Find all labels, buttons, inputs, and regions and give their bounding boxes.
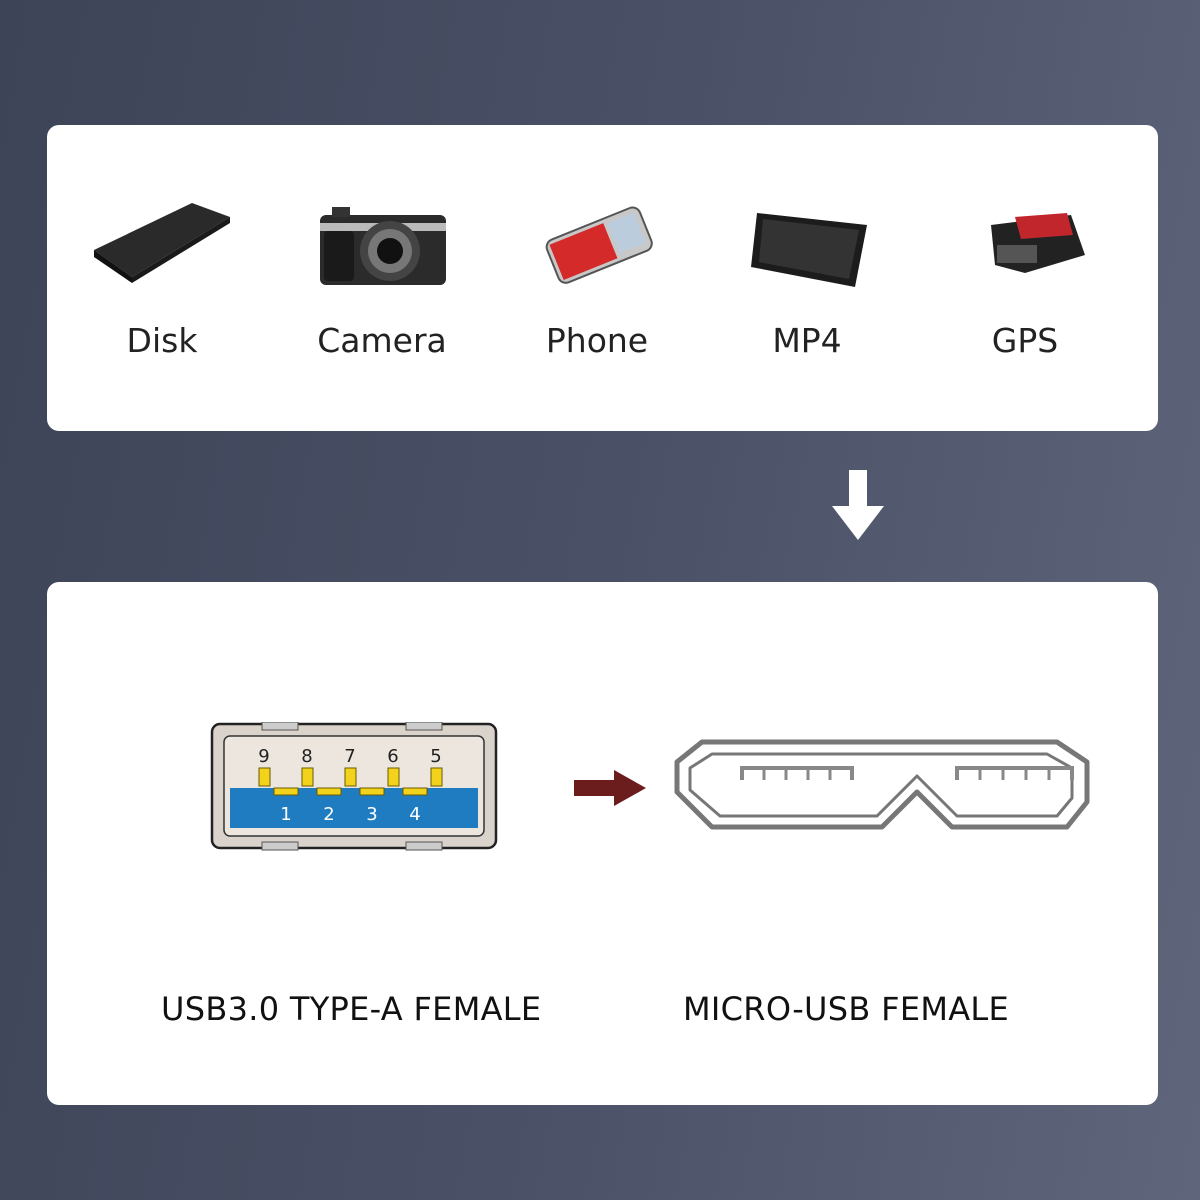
device-mp4: MP4 xyxy=(707,195,907,360)
device-label: GPS xyxy=(991,321,1059,360)
pin-label: 8 xyxy=(301,746,312,767)
device-disk: Disk xyxy=(62,195,262,360)
pin-label: 3 xyxy=(366,804,377,825)
pin-label: 6 xyxy=(387,746,398,767)
pin-label: 1 xyxy=(280,804,291,825)
camera-icon xyxy=(320,207,446,285)
mp4-icon xyxy=(751,213,867,287)
pin-label: 7 xyxy=(344,746,355,767)
down-arrow-icon xyxy=(832,470,884,540)
pin-label: 5 xyxy=(430,746,441,767)
micro-usb-diagram xyxy=(674,739,1090,830)
device-label: Phone xyxy=(545,321,649,360)
device-label: Camera xyxy=(317,321,447,360)
pin-label: 9 xyxy=(258,746,269,767)
device-card: Disk Camera Phone MP4 xyxy=(47,125,1158,431)
device-label: MP4 xyxy=(772,321,842,360)
usb3-type-a-diagram: 9 8 7 6 5 1 2 3 4 xyxy=(210,722,498,851)
disk-icon xyxy=(94,203,230,283)
phone-icon xyxy=(545,206,653,284)
device-phone: Phone xyxy=(497,195,697,360)
device-camera: Camera xyxy=(282,195,482,360)
pin-label: 4 xyxy=(409,804,420,825)
gps-icon xyxy=(991,213,1085,273)
device-gps: GPS xyxy=(925,195,1125,360)
micro-usb-label: MICRO-USB FEMALE xyxy=(683,990,1010,1028)
connector-card: 9 8 7 6 5 1 2 3 4 USB xyxy=(47,582,1158,1105)
device-label: Disk xyxy=(126,321,198,360)
pin-label: 2 xyxy=(323,804,334,825)
right-arrow-icon xyxy=(574,770,646,806)
usb3-label: USB3.0 TYPE-A FEMALE xyxy=(161,990,542,1028)
